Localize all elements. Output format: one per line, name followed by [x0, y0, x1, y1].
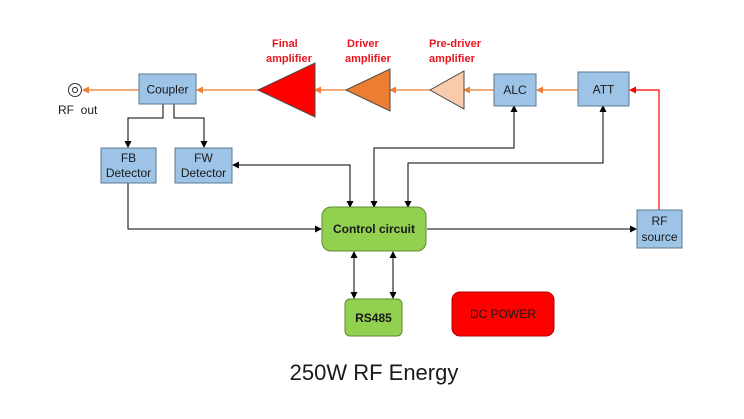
final-amplifier-label-line2: amplifier — [266, 53, 313, 65]
fw-detector-label-line1: FW — [194, 151, 213, 165]
alc-control-link — [370, 105, 518, 208]
rf-out-connector — [68, 83, 82, 97]
pre-driver-amplifier-label-line1: Pre-driver — [429, 38, 482, 50]
att-control-link — [404, 105, 607, 208]
driver-amplifier-label-line2: amplifier — [345, 53, 392, 65]
coupler-label: Coupler — [146, 83, 188, 97]
control-lines — [124, 104, 637, 299]
rf-out-connector-inner-icon — [71, 86, 79, 94]
rs485-block: RS485 — [344, 298, 403, 337]
driver-amplifier-label-line1: Driver — [347, 38, 380, 50]
fw-detector-block: FW Detector — [174, 147, 233, 184]
rs485-label: RS485 — [355, 311, 392, 325]
coupler-to-fb-arrow — [124, 104, 164, 148]
control-circuit-label: Control circuit — [333, 222, 415, 236]
rfsource-to-att-arrow — [629, 86, 660, 210]
driver-amplifier-triangle — [344, 68, 391, 112]
dc-power-label: DC POWER — [470, 307, 536, 321]
rf-source-label-line2: source — [641, 230, 677, 244]
pre-driver-amplifier-triangle — [428, 70, 465, 110]
alc-label: ALC — [503, 83, 527, 97]
diagram-title: 250W RF Energy — [290, 360, 459, 385]
coupler-to-fw-arrow — [173, 104, 208, 148]
att-label: ATT — [593, 83, 615, 97]
fb-to-control-arrow — [127, 183, 322, 233]
fw-control-link — [232, 161, 354, 208]
fb-detector-label-line2: Detector — [106, 166, 151, 180]
fw-detector-label-line2: Detector — [181, 166, 226, 180]
dc-power-block: DC POWER — [451, 291, 555, 337]
att-block: ATT — [577, 71, 630, 107]
final-amplifier-triangle — [256, 62, 316, 118]
rf-source-block: RF source — [636, 209, 683, 249]
control-circuit-block: Control circuit — [321, 206, 427, 252]
fb-detector-block: FB Detector — [100, 147, 157, 184]
final-amplifier-label-line1: Final — [272, 38, 298, 50]
coupler-block: Coupler — [138, 73, 197, 105]
fb-detector-label-line1: FB — [121, 151, 136, 165]
alc-block: ALC — [493, 73, 537, 107]
pre-driver-amplifier-label-line2: amplifier — [429, 53, 476, 65]
rf-out-label: RF out — [58, 103, 98, 117]
rf-source-label-line1: RF — [652, 214, 668, 228]
